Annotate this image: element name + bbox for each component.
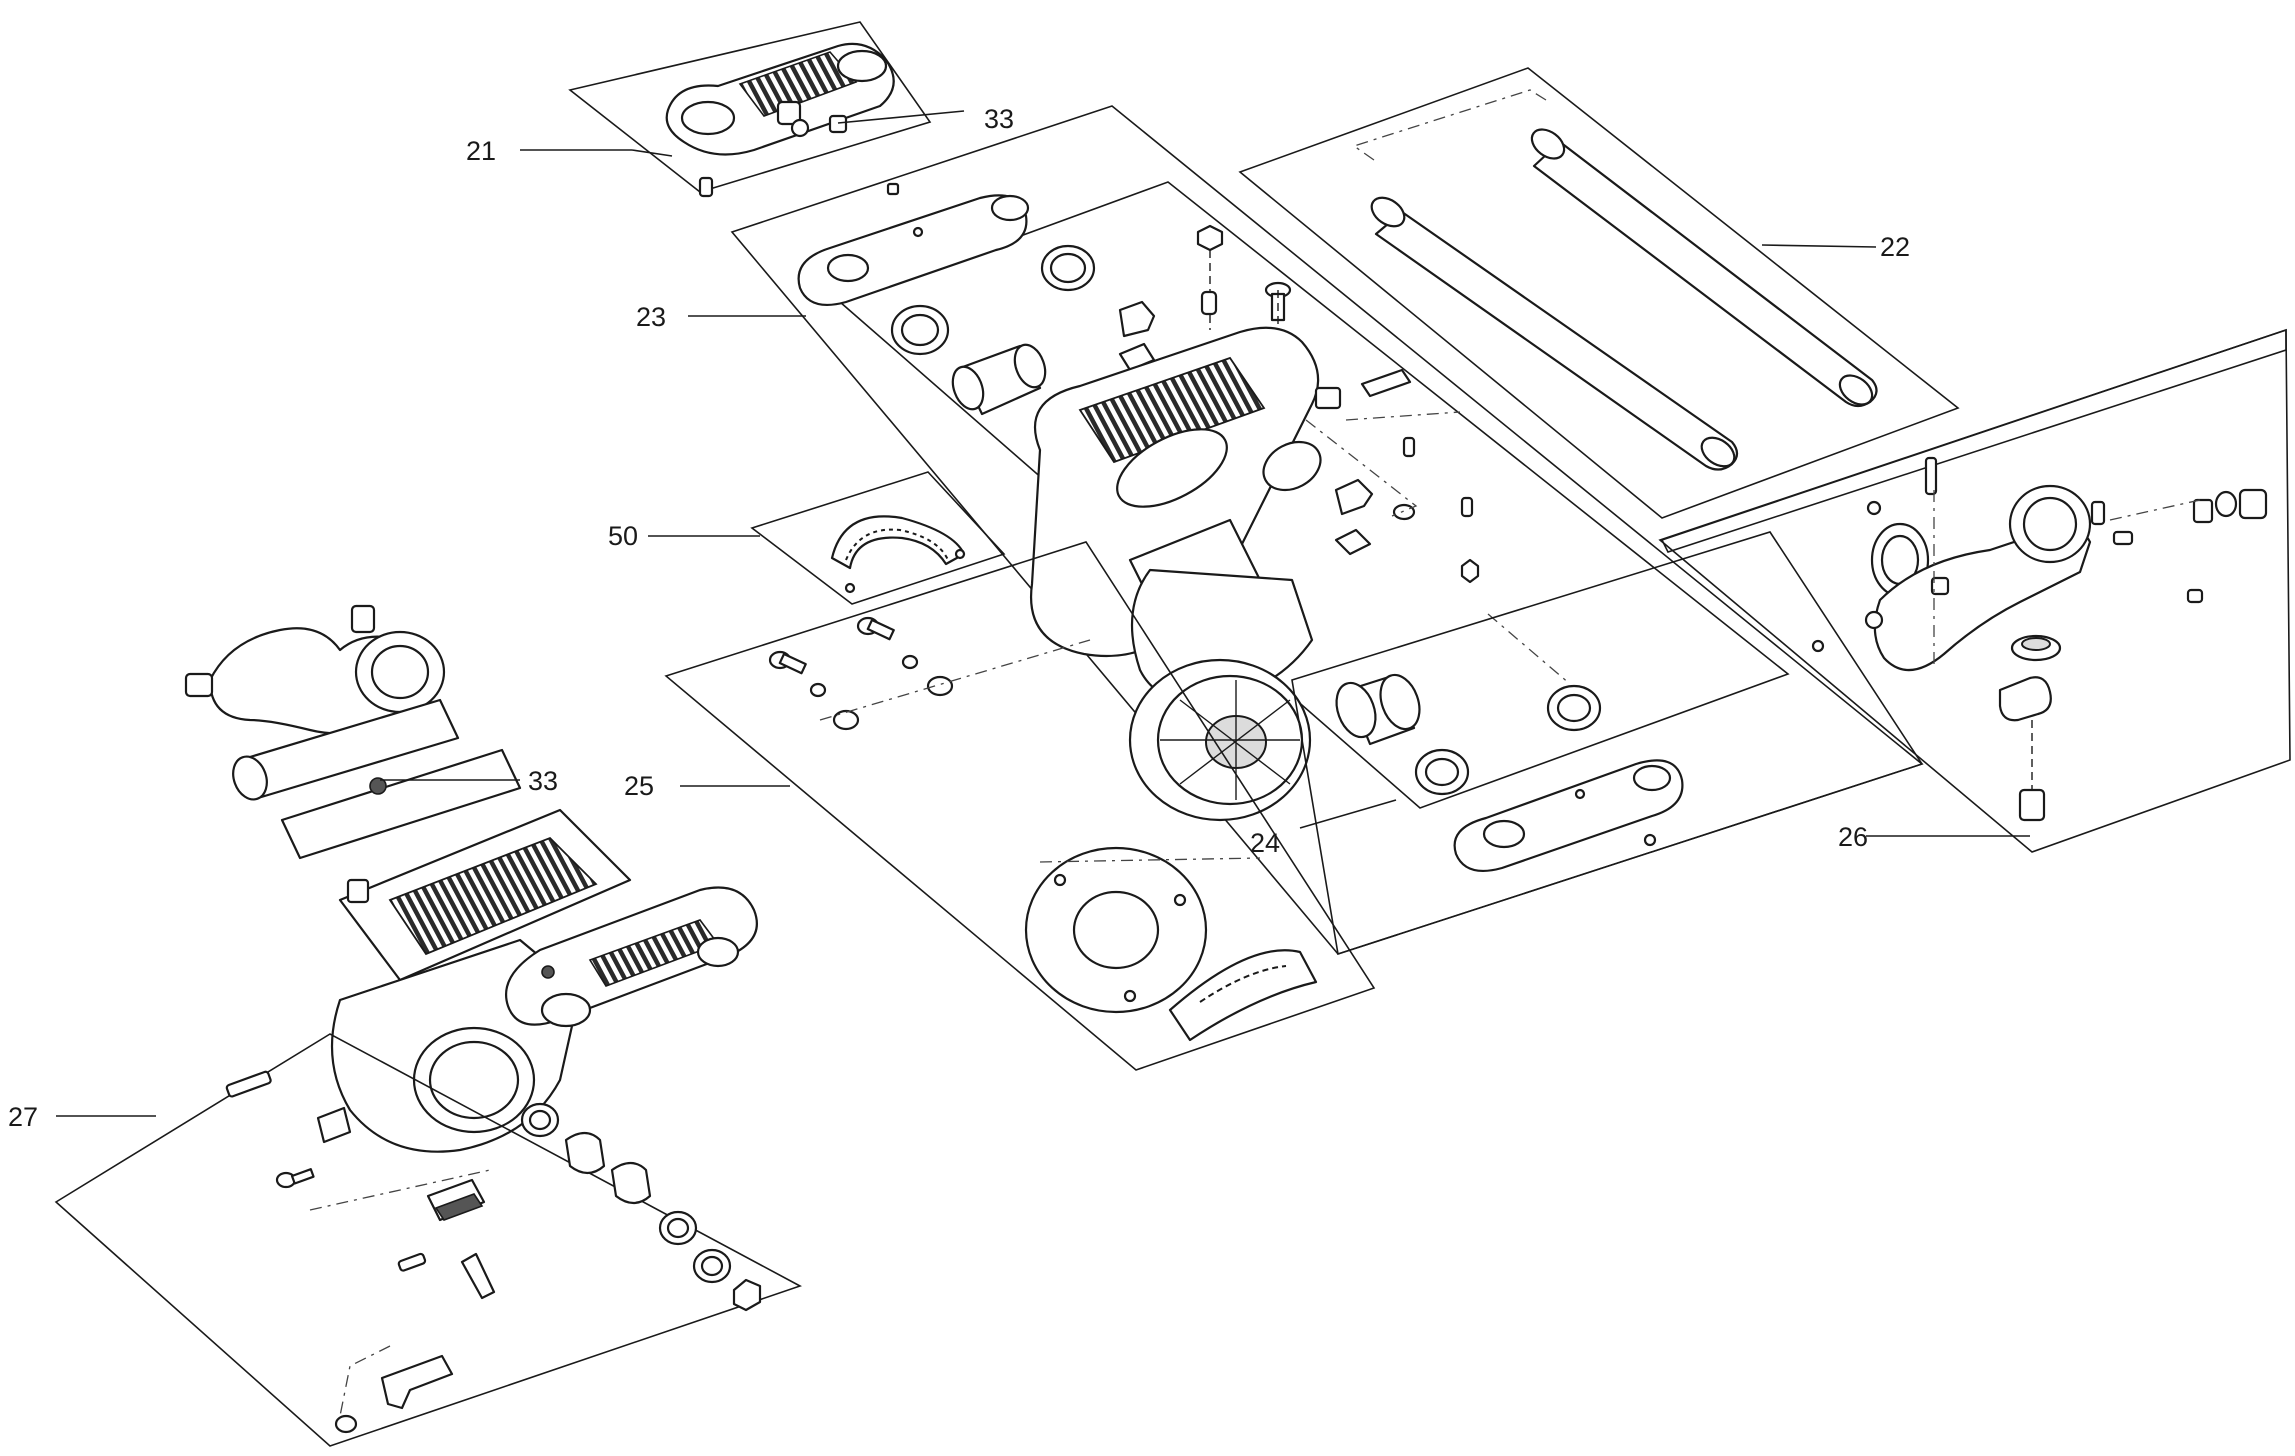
screw-set-25 [768, 616, 954, 731]
segment-plate-50 [830, 515, 966, 594]
ring-stack-27 [520, 1102, 762, 1312]
rod-axis-top [1352, 89, 1547, 161]
nut-top [1196, 224, 1224, 330]
group-21-frame [568, 21, 932, 193]
long-rod-left [1370, 196, 1739, 471]
spacer-top [1200, 290, 1218, 316]
leader-24 [1299, 799, 1397, 829]
callout-23: 23 [636, 302, 666, 332]
leader-33-top [837, 110, 965, 124]
ring-right-lower [1414, 748, 1470, 796]
group-24-frame [1291, 531, 1924, 956]
central-arm-body [1030, 326, 1322, 704]
callout-26: 26 [1838, 822, 1868, 852]
axis-26-horiz [2109, 499, 2201, 521]
link-plate-24 [1453, 759, 1684, 872]
small-pins [1392, 436, 1480, 584]
leader-22 [1761, 244, 1877, 248]
callout-33-top: 33 [984, 104, 1014, 134]
ring-upper [1040, 244, 1096, 292]
link-plate-23-top [797, 182, 1030, 306]
group-50-frame [750, 471, 1006, 605]
group-23-inner-frame [838, 181, 1790, 809]
axis-center [1305, 419, 1418, 517]
callout-24: 24 [1250, 828, 1280, 858]
disc-plate-25 [1024, 846, 1208, 1014]
lower-hardware-27 [225, 1070, 496, 1434]
gear-knob-26 [1998, 634, 2062, 822]
part-top-clamp-21 [665, 42, 895, 198]
callout-50: 50 [608, 521, 638, 551]
axis-right [1487, 613, 1571, 685]
ring-right-mid [1546, 684, 1602, 732]
group-25-frame [664, 541, 1376, 1071]
leader-21-end [631, 149, 673, 157]
left-assembly-body [184, 604, 758, 1153]
axis-27 [309, 1169, 491, 1211]
group-22-frame [1238, 67, 1960, 519]
group-26-inner-frame [1660, 328, 2287, 553]
callout-33-left: 33 [528, 766, 558, 796]
callout-21: 21 [466, 136, 496, 166]
ring-left [890, 304, 950, 356]
axis-25-disc [1039, 857, 1261, 863]
axis-25 [819, 639, 1091, 721]
pin-cross [1314, 368, 1461, 421]
scale-segment-25 [1168, 949, 1318, 1042]
bushing-left [951, 343, 1047, 416]
callout-25: 25 [624, 771, 654, 801]
cylinder-right [1335, 673, 1421, 746]
long-rod-right [1530, 128, 1878, 408]
small-bracket-center [1334, 478, 1374, 556]
callout-22: 22 [1880, 232, 1910, 262]
right-yoke-26 [1864, 484, 2092, 672]
right-hardware-26 [1811, 456, 2268, 653]
rotary-dial-wheel [1128, 658, 1312, 822]
callout-27: 27 [8, 1102, 38, 1132]
small-clip-1 [1118, 300, 1156, 338]
